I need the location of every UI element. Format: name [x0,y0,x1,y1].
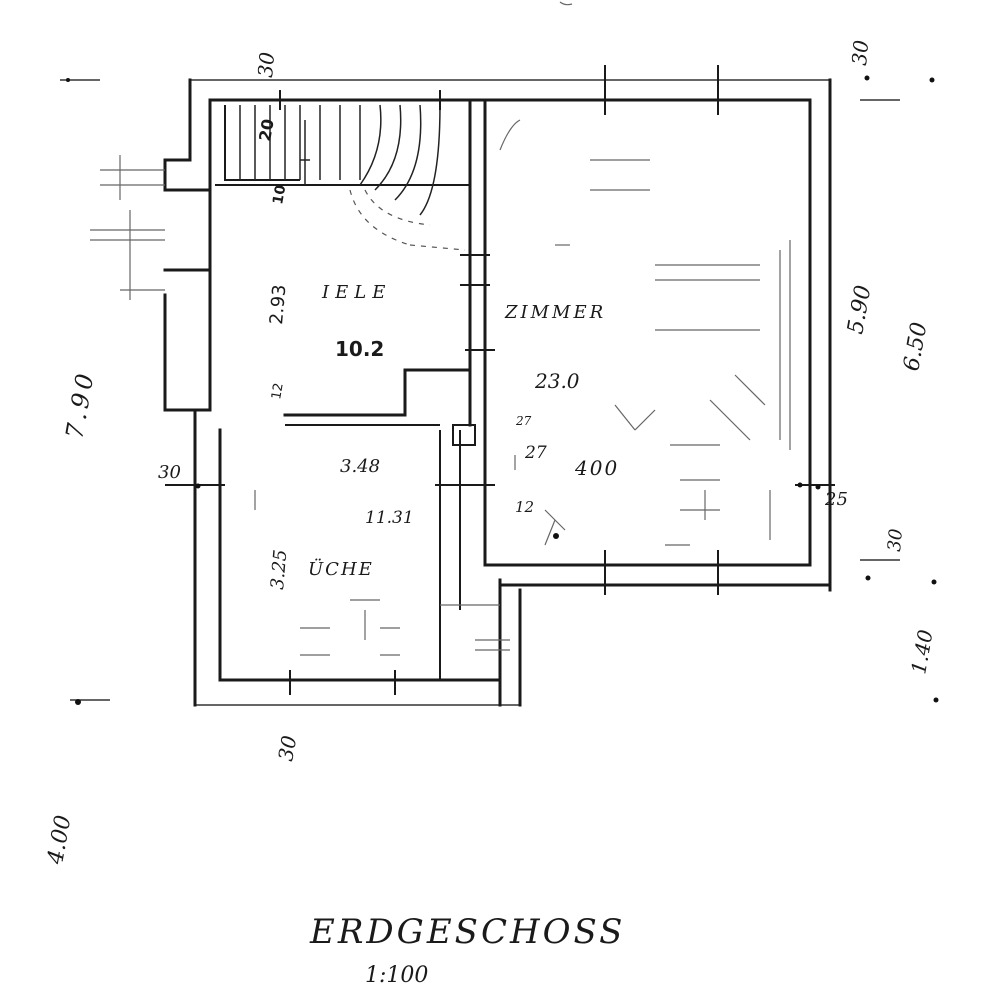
dim-top-right: 30 [847,39,873,67]
dim-right-wall-30: 30 [884,528,907,553]
dim-stair-10: 10 [270,183,289,205]
dim-right-total: 6.50 [899,320,932,373]
dim-top-left: 30 [253,51,279,79]
plan-scale: 1:100 [365,963,428,988]
plan-labels: IELE 10.2 ZIMMER 23.0 400 ÜCHE 11.31 3.4… [43,39,938,988]
room-width-kueche: 3.48 [340,456,380,477]
dim-left-total: 7.90 [60,368,100,441]
dim-bottom-30: 30 [273,733,301,763]
dim-zimmer-12: 12 [515,498,534,516]
room-depth-kueche: 3.25 [267,549,291,591]
room-name-kueche: ÜCHE [308,557,374,580]
dim-right-wall-25: 25 [824,489,848,510]
wall-ticks [165,65,835,695]
dim-stair-20: 20 [255,117,278,142]
dim-left-wall-30: 30 [158,462,181,483]
room-dim-diele: 2.93 [266,284,290,326]
dim-right-zimmer: 5.90 [843,283,876,336]
walls [163,78,832,707]
dim-stair-12: 12 [269,382,287,401]
room-area-zimmer: 23.0 [534,369,580,393]
page-fragment [559,1,573,6]
dim-right-lower: 1.40 [906,628,937,676]
dim-zimmer-27a: 27 [515,414,532,428]
room-area-kueche: 11.31 [365,508,414,528]
dim-zimmer-27b: 27 [524,443,547,463]
dim-left-lower: 4.00 [43,813,76,867]
staircase [239,104,466,251]
room-dim-zimmer: 400 [574,456,619,480]
plan-title: ERDGESCHOSS [309,912,625,952]
room-name-diele: IELE [321,282,391,303]
room-area-diele: 10.2 [335,337,384,361]
room-name-zimmer: ZIMMER [504,302,606,323]
fixtures [90,119,791,656]
